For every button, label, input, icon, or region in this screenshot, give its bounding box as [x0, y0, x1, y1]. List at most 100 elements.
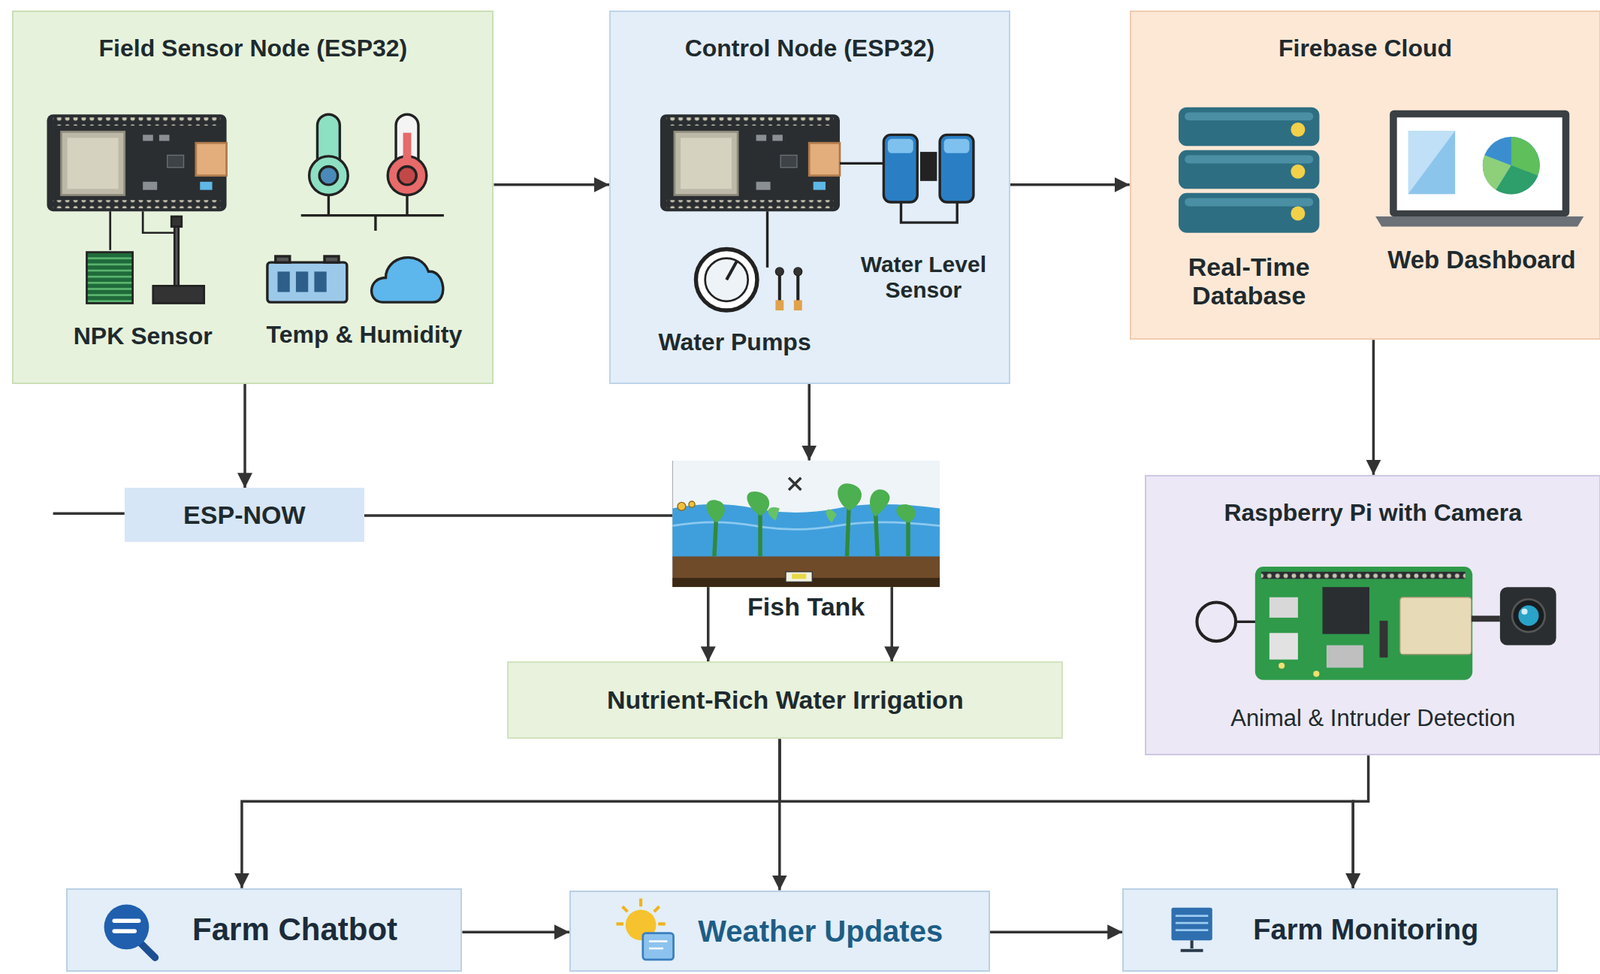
component-label: Real-Time Database	[1172, 251, 1326, 309]
node-title: Nutrient-Rich Water Irrigation	[606, 685, 964, 715]
water-pump-icon	[695, 211, 802, 311]
water-level-sensor-icon-part	[921, 153, 936, 180]
temp-humidity-icons-part	[371, 257, 444, 303]
temp-humidity-icons-part	[267, 262, 348, 302]
field-esp32-board-part	[46, 114, 227, 212]
monitor-icon-part	[1171, 907, 1212, 940]
npk-sensor-icon	[86, 211, 204, 303]
water-level-sensor-icon-part	[939, 134, 974, 203]
fish-tank-scene-part	[768, 507, 837, 523]
sensor-label: Temp & Humidity	[241, 321, 487, 349]
fish-tank-scene-part	[706, 483, 916, 523]
database-icon	[1178, 107, 1320, 233]
raspberry-pi-board-part	[1261, 571, 1466, 580]
connector-arrow	[807, 383, 811, 461]
control-esp32-board-part	[660, 114, 840, 212]
actuator-label: Water Pumps	[632, 329, 837, 357]
fish-tank-scene-part	[672, 555, 940, 587]
water-pump-icon-part	[726, 261, 737, 280]
connector-arrow	[461, 929, 570, 933]
monitor-icon-part	[1180, 939, 1204, 951]
sensor-label: Water Level Sensor	[846, 252, 1000, 303]
chatbot-magnifier-icon-part	[138, 940, 156, 957]
raspberry-pi-board-part	[1400, 597, 1472, 655]
connector-arrow	[243, 383, 247, 489]
raspberry-pi-board-part	[1322, 586, 1370, 634]
temp-humidity-icons-part	[387, 156, 427, 196]
service-box: Farm Chatbot	[66, 887, 462, 972]
chatbot-magnifier-icon	[104, 904, 156, 958]
laptop-dashboard-icon-part	[1408, 130, 1456, 194]
raspberry-pi-board	[1196, 566, 1473, 680]
service-box: Weather Updates	[569, 890, 991, 973]
laptop-dashboard-icon-part	[1482, 155, 1512, 191]
node-title: Farm Monitoring	[1252, 913, 1479, 947]
npk-sensor-icon-part	[142, 211, 176, 233]
database-icon-part	[1178, 150, 1320, 190]
laptop-dashboard-icon	[1375, 110, 1584, 227]
temp-humidity-icons-part	[275, 256, 290, 263]
connector-arrow	[364, 513, 673, 517]
npk-sensor-icon-part	[153, 285, 205, 303]
database-icon-part	[1184, 198, 1314, 207]
node-title: Firebase Cloud	[1278, 34, 1453, 63]
node-title: Weather Updates	[697, 913, 943, 948]
control-node-panel: Control Node (ESP32)	[609, 10, 1011, 384]
connector-arrow	[1372, 339, 1376, 474]
service-box: Farm Monitoring	[1122, 887, 1558, 972]
npk-sensor-icon-part	[86, 252, 133, 304]
laptop-dashboard-icon-part	[1397, 117, 1563, 211]
process-box: Nutrient-Rich Water Irrigation	[507, 661, 1063, 739]
water-pump-icon-part	[766, 211, 769, 268]
chatbot-magnifier-icon-part	[104, 904, 150, 950]
raspberry-pi-board-part	[1196, 602, 1236, 642]
fish-tank-scene-part	[672, 522, 940, 530]
node-title: Farm Chatbot	[192, 911, 398, 948]
database-icon-part	[1178, 107, 1320, 147]
esp-now-link-line	[53, 513, 125, 514]
temp-humidity-icons-part	[319, 166, 338, 185]
water-level-sensor-icon-part	[887, 138, 914, 154]
camera-module-part	[1512, 598, 1545, 631]
temp-humidity-icons-part	[403, 132, 412, 174]
water-level-sensor-icon-part	[839, 163, 957, 223]
fish-tank-scene-part	[714, 504, 909, 556]
fish-tank-box: Fish Tank	[672, 460, 940, 587]
database-icon-part	[1178, 193, 1320, 233]
fish-tank-scene-part	[677, 501, 686, 511]
weather-sun-icon-part	[625, 908, 657, 940]
raspberry-pi-board-part	[1313, 670, 1320, 677]
laptop-dashboard-icon-part	[1495, 165, 1538, 194]
temp-humidity-icons-part	[309, 156, 349, 196]
weather-sun-icon-part	[649, 940, 668, 948]
node-title: Raspberry Pi with Camera	[1223, 498, 1522, 527]
laptop-dashboard-icon-part	[1408, 130, 1456, 194]
laptop-dashboard-icon-part	[1482, 136, 1540, 194]
temp-humidity-icons-part	[324, 256, 339, 263]
temp-humidity-icons-part	[395, 114, 419, 176]
monitor-icon-part	[1175, 915, 1208, 930]
camera-module-part	[1471, 615, 1501, 622]
temp-humidity-icons-part	[277, 271, 290, 292]
weather-sun-icon-part	[615, 897, 665, 924]
water-pump-icon-part	[705, 258, 749, 302]
esp-now-link-line-part	[53, 512, 125, 515]
weather-sun-icon-part	[643, 932, 674, 960]
water-pump-icon-part	[779, 269, 798, 307]
connector-arrow	[990, 929, 1124, 933]
raspberry-pi-board-part	[1269, 597, 1299, 618]
water-level-sensor-icon-part	[944, 138, 970, 154]
fish-tank-scene-part	[785, 571, 813, 583]
database-icon-part	[1290, 205, 1305, 221]
water-level-sensor-icon	[839, 134, 974, 223]
chatbot-magnifier-icon-part	[114, 920, 139, 931]
database-icon-part	[1184, 111, 1314, 121]
node-title: Field Sensor Node (ESP32)	[99, 34, 408, 63]
fish-tank-scene	[672, 460, 940, 587]
temp-humidity-icons-part	[295, 271, 308, 292]
fish-tank-scene-part	[672, 504, 940, 559]
connector-arrow	[241, 738, 780, 888]
monitor-icon	[1171, 907, 1212, 951]
node-subtitle: Animal & Intruder Detection	[1230, 704, 1516, 732]
